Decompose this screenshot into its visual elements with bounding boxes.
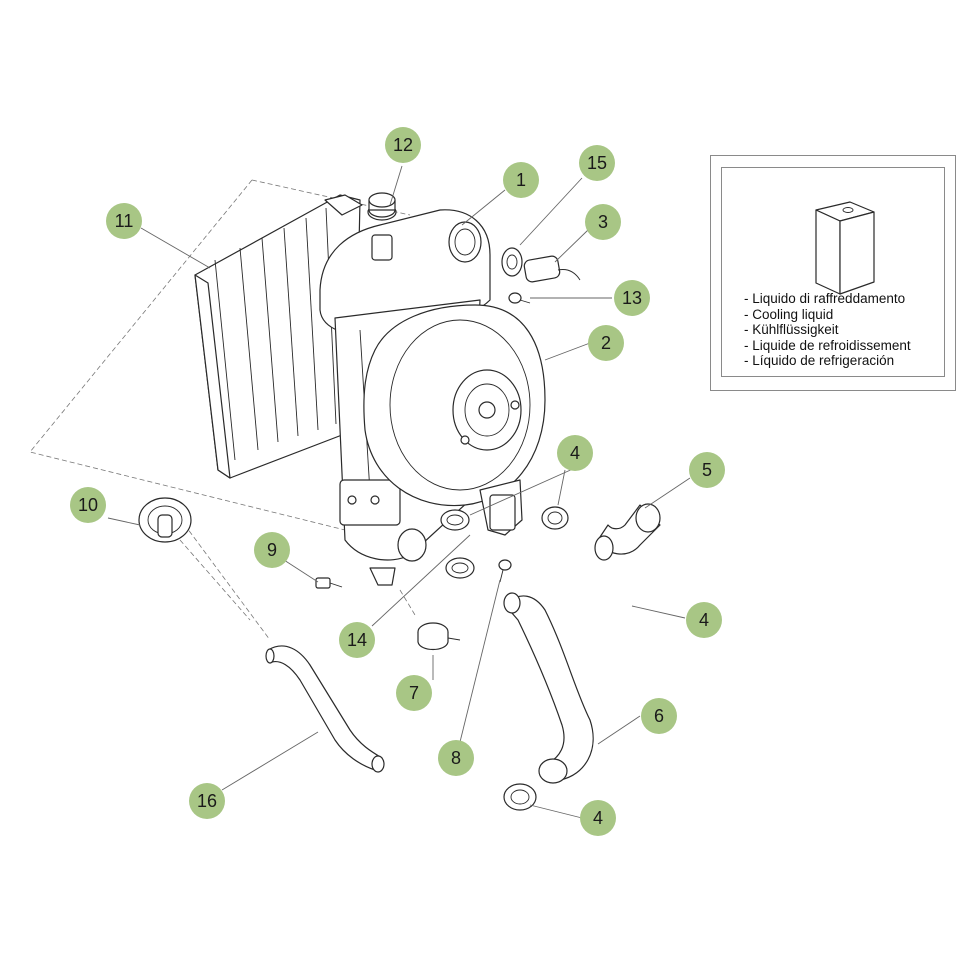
legend-line-spanish: - Líquido de refrigeración (744, 353, 895, 368)
lower-hose (503, 592, 594, 784)
coolant-legend-inner: - Liquido di raffreddamento - Cooling li… (721, 167, 945, 377)
callout-9: 9 (254, 532, 290, 568)
rubber-mount (417, 622, 461, 651)
svg-text:5: 5 (702, 460, 712, 480)
callout-11: 11 (106, 203, 142, 239)
svg-text:1: 1 (516, 170, 526, 190)
svg-text:2: 2 (601, 333, 611, 353)
callout-1: 1 (503, 162, 539, 198)
svg-text:7: 7 (409, 683, 419, 703)
thermal-switch (501, 247, 581, 283)
callout-13: 13 (614, 280, 650, 316)
callout-2: 2 (588, 325, 624, 361)
svg-text:3: 3 (598, 212, 608, 232)
callout-10: 10 (70, 487, 106, 523)
overflow-hose (265, 645, 385, 773)
svg-text:16: 16 (197, 791, 217, 811)
svg-text:8: 8 (451, 748, 461, 768)
screw-13 (508, 292, 531, 304)
svg-text:14: 14 (347, 630, 367, 650)
svg-text:12: 12 (393, 135, 413, 155)
coolant-legend: - Liquido di raffreddamento - Cooling li… (710, 155, 956, 391)
filler-cap (368, 192, 396, 218)
callout-15: 15 (579, 145, 615, 181)
callout-6: 6 (641, 698, 677, 734)
svg-text:4: 4 (699, 610, 709, 630)
callout-4-c: 4 (580, 800, 616, 836)
cooling-fan (363, 304, 546, 536)
callout-12: 12 (385, 127, 421, 163)
svg-text:13: 13 (622, 288, 642, 308)
callout-8: 8 (438, 740, 474, 776)
callout-4-b: 4 (686, 602, 722, 638)
coolant-container-icon (815, 201, 875, 295)
leader-lines (107, 165, 691, 819)
hose-clamps (440, 506, 569, 811)
bleed-screw (315, 577, 343, 589)
svg-text:10: 10 (78, 495, 98, 515)
svg-text:6: 6 (654, 706, 664, 726)
svg-text:9: 9 (267, 540, 277, 560)
callout-4-a: 4 (557, 435, 593, 471)
legend-line-german: - Kühlflüssigkeit (744, 322, 839, 337)
callout-3: 3 (585, 204, 621, 240)
callout-7: 7 (396, 675, 432, 711)
callout-16: 16 (189, 783, 225, 819)
svg-text:11: 11 (115, 211, 134, 231)
hose-elbow (594, 503, 661, 561)
callout-5: 5 (689, 452, 725, 488)
svg-text:4: 4 (570, 443, 580, 463)
screw-8 (498, 559, 512, 583)
coolant-legend-text: - Liquido di raffreddamento - Cooling li… (744, 291, 911, 369)
svg-text:15: 15 (587, 153, 607, 173)
legend-line-italian: - Liquido di raffreddamento (744, 291, 906, 306)
svg-text:4: 4 (593, 808, 603, 828)
callout-14: 14 (339, 622, 375, 658)
radiator-cap (138, 497, 192, 543)
legend-line-french: - Liquide de refroidissement (744, 337, 911, 353)
legend-line-english: - Cooling liquid (744, 306, 834, 322)
